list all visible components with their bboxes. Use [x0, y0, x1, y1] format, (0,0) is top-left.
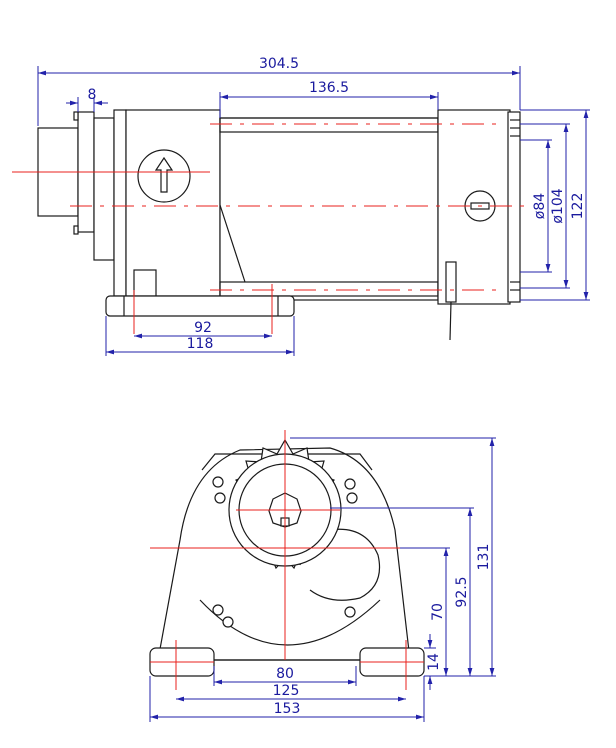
terminal-wire: [449, 301, 452, 341]
terminal-post: [445, 261, 457, 303]
dim-base-length: 118: [187, 336, 214, 352]
dim-height-axis: 70: [430, 603, 446, 621]
bolt-hole: [212, 604, 224, 616]
front-view: 131 92.5 70 14 80 125 153: [149, 430, 496, 722]
dim-dia-inner: ø84: [532, 193, 548, 219]
dim-flange-thickness: 8: [88, 87, 97, 103]
base-arc: [199, 599, 381, 646]
housing-tab: [133, 269, 157, 297]
bolt-hole: [214, 492, 226, 504]
dim-foot-thickness: 14: [426, 653, 442, 671]
dim-foot-inner: 80: [276, 666, 294, 682]
bolt-hole: [346, 492, 358, 504]
bolt-hole: [344, 478, 356, 490]
housing-side: [93, 117, 115, 261]
up-arrow-icon: [137, 149, 191, 203]
dim-dia-outer: ø104: [550, 188, 566, 223]
dim-overall-length: 304.5: [259, 56, 299, 72]
bolt-hole: [344, 606, 356, 618]
flange-bolt-top: [73, 111, 79, 121]
dim-mount-hole-spacing: 92: [194, 320, 212, 336]
dim-height: 122: [570, 193, 586, 220]
gear-housing: [125, 109, 221, 297]
dim-height-total: 131: [476, 544, 492, 571]
side-view: 304.5 8 136.5 92 118 ø84 ø104 122: [12, 56, 590, 356]
dim-base-width: 153: [274, 701, 301, 717]
dim-height-drum: 92.5: [454, 576, 470, 607]
dim-hole-spacing: 125: [273, 683, 300, 699]
flange-bolt-bottom: [73, 225, 79, 235]
base-foot: [105, 295, 295, 317]
bolt-hole: [212, 476, 224, 488]
housing-slope: [219, 204, 246, 283]
end-plate: [113, 109, 127, 297]
motor-body: [219, 117, 439, 301]
bolt-hole: [222, 616, 234, 628]
end-cap-rim: [507, 111, 521, 303]
dim-motor-length: 136.5: [309, 80, 349, 96]
